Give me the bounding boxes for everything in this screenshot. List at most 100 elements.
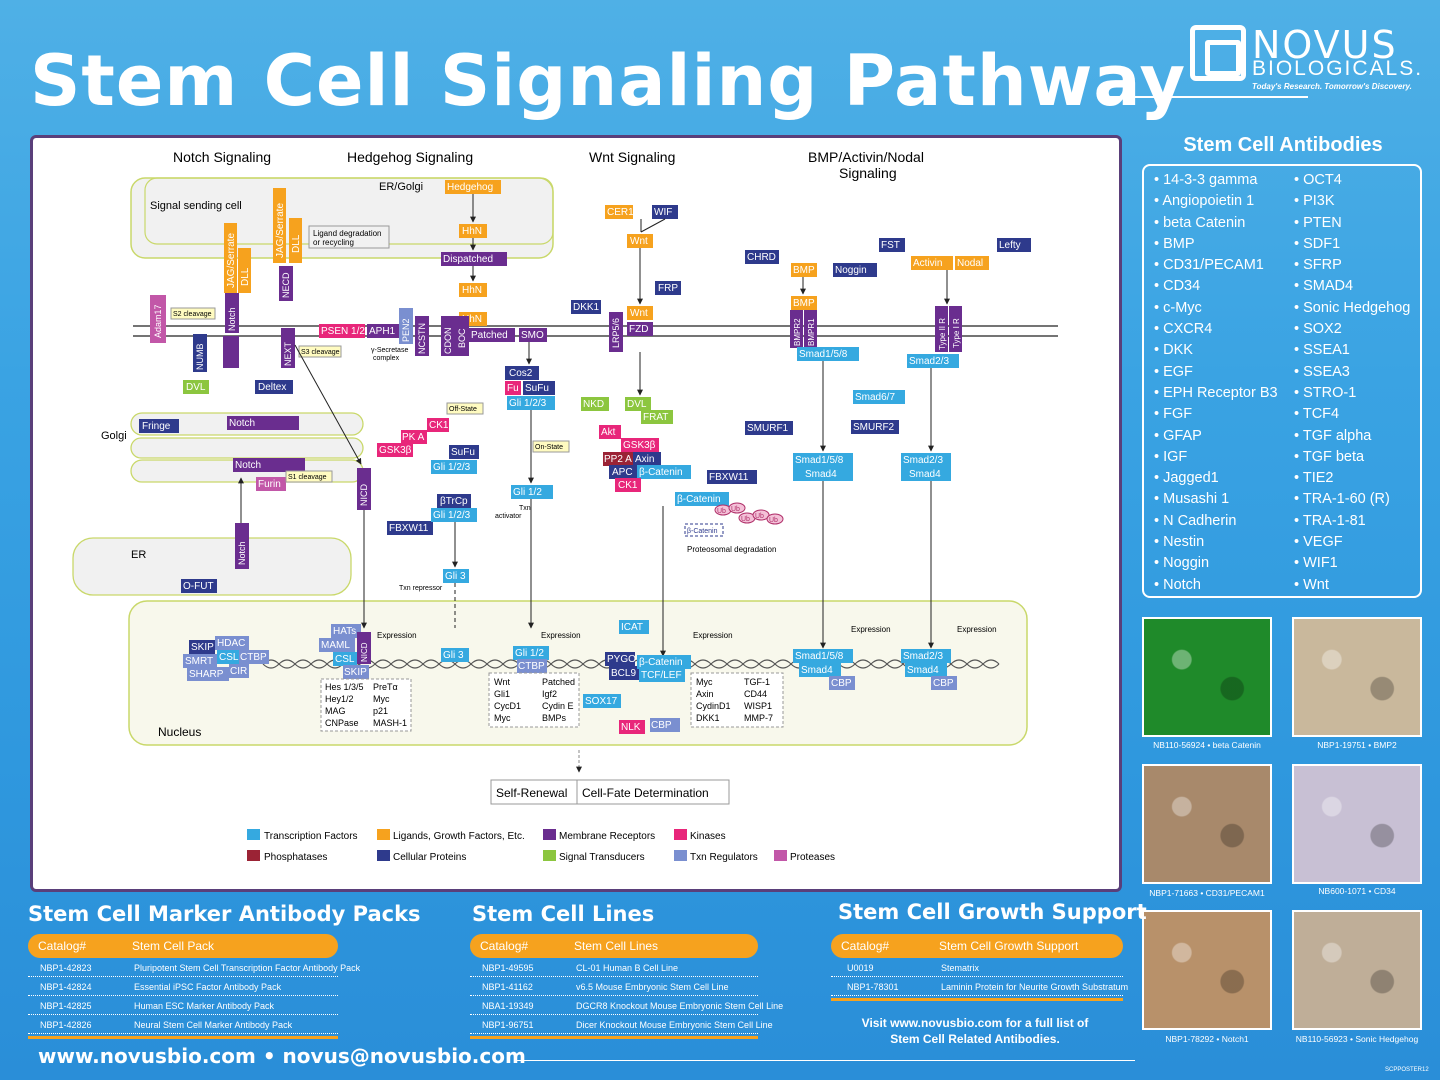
- svg-text:Expression: Expression: [693, 631, 733, 640]
- label-er-golgi: ER/Golgi: [379, 181, 423, 193]
- label-golgi: Golgi: [101, 430, 127, 442]
- catalog-number: NBP1-42823: [40, 963, 92, 973]
- antibody-item[interactable]: TGF alpha: [1294, 428, 1410, 449]
- svg-text:Gli 1/2: Gli 1/2: [513, 487, 542, 498]
- thumb-4: [1142, 910, 1272, 1030]
- target-gene: MASH-1: [373, 718, 407, 728]
- antibody-item[interactable]: OCT4: [1294, 172, 1410, 193]
- antibody-item[interactable]: beta Catenin: [1154, 215, 1278, 236]
- antibody-item[interactable]: EGF: [1154, 364, 1278, 385]
- svg-text:Proteosomal degradation: Proteosomal degradation: [687, 545, 776, 554]
- antibody-item[interactable]: FGF: [1154, 406, 1278, 427]
- antibody-item[interactable]: Musashi 1: [1154, 491, 1278, 512]
- antibody-item[interactable]: Noggin: [1154, 555, 1278, 576]
- table-end-rule: [28, 1036, 338, 1039]
- antibody-item[interactable]: Sonic Hedgehog: [1294, 300, 1410, 321]
- legend: Transcription Factors Ligands, Growth Fa…: [247, 829, 835, 863]
- antibody-item[interactable]: SSEA3: [1294, 364, 1410, 385]
- svg-text:SMURF2: SMURF2: [853, 422, 895, 433]
- svg-text:BMP: BMP: [793, 298, 815, 309]
- label-nucleus: Nucleus: [158, 725, 201, 739]
- thumb-caption-4: NBP1-78292 • Notch1: [1165, 1034, 1249, 1044]
- antibody-item[interactable]: TIE2: [1294, 470, 1410, 491]
- title-rule: [1108, 96, 1308, 98]
- antibody-item[interactable]: PI3K: [1294, 193, 1410, 214]
- antibody-item[interactable]: CD31/PECAM1: [1154, 257, 1278, 278]
- svg-text:CTBP: CTBP: [240, 652, 267, 663]
- antibody-item[interactable]: SSEA1: [1294, 342, 1410, 363]
- target-gene: WISP1: [744, 701, 772, 711]
- footer-contact[interactable]: www.novusbio.com • novus@novusbio.com: [38, 1044, 526, 1068]
- wnt-column: CER1 WIF Wnt FRP DKK1 Wnt LRP5/6 FZD NKD…: [571, 205, 784, 657]
- svg-text:Patched: Patched: [471, 330, 508, 341]
- svg-text:Ligand degradation: Ligand degradation: [313, 229, 382, 238]
- catalog-number: NBP1-42824: [40, 982, 92, 992]
- antibody-item[interactable]: SFRP: [1294, 257, 1410, 278]
- catalog-number: NBP1-78301: [847, 982, 899, 992]
- title-wnt: Wnt Signaling: [589, 149, 675, 165]
- logo-tagline: Today's Research. Tomorrow's Discovery.: [1252, 82, 1412, 91]
- antibody-item[interactable]: EPH Receptor B3: [1154, 385, 1277, 406]
- antibody-item[interactable]: DKK: [1154, 342, 1278, 363]
- svg-text:FRP: FRP: [658, 283, 678, 294]
- antibody-item[interactable]: SOX2: [1294, 321, 1410, 342]
- antibody-item[interactable]: STRO-1: [1294, 385, 1410, 406]
- svg-text:Membrane Receptors: Membrane Receptors: [559, 831, 655, 842]
- antibody-item[interactable]: TCF4: [1294, 406, 1410, 427]
- svg-text:FZD: FZD: [629, 324, 648, 335]
- antibody-item[interactable]: SDF1: [1294, 236, 1410, 257]
- novus-logo: NOVUS BIOLOGICALS. Today's Research. Tom…: [1190, 23, 1421, 95]
- svg-text:PEN2: PEN2: [401, 318, 411, 342]
- svg-text:APH1: APH1: [369, 326, 396, 337]
- antibody-item[interactable]: CD34: [1154, 278, 1278, 299]
- antibody-item[interactable]: Angiopoietin 1: [1154, 193, 1278, 214]
- svg-text:SKIP: SKIP: [191, 642, 214, 653]
- antibody-item[interactable]: N Cadherin: [1154, 513, 1278, 534]
- svg-text:Expression: Expression: [377, 631, 417, 640]
- antibody-list: 14-3-3 gammaAngiopoietin 1beta CateninBM…: [1142, 164, 1422, 598]
- antibody-item[interactable]: CXCR4: [1154, 321, 1278, 342]
- svg-text:NKD: NKD: [583, 399, 604, 410]
- antibody-item[interactable]: BMP: [1154, 236, 1278, 257]
- svg-text:BMPR1: BMPR1: [807, 318, 816, 346]
- svg-text:βTrCp: βTrCp: [440, 496, 468, 507]
- antibody-item[interactable]: Notch: [1154, 577, 1278, 598]
- antibody-item[interactable]: GFAP: [1154, 428, 1278, 449]
- thumb-caption-1: NBP1-19751 • BMP2: [1317, 740, 1397, 750]
- target-gene: MAG: [325, 706, 346, 716]
- antibody-item[interactable]: PTEN: [1294, 215, 1410, 236]
- antibody-item[interactable]: Jagged1: [1154, 470, 1278, 491]
- svg-text:Gli 1/2/3: Gli 1/2/3: [509, 398, 547, 409]
- antibody-item[interactable]: TGF beta: [1294, 449, 1410, 470]
- svg-text:β-Catenin: β-Catenin: [639, 467, 683, 478]
- antibody-item[interactable]: IGF: [1154, 449, 1278, 470]
- antibody-item[interactable]: VEGF: [1294, 534, 1410, 555]
- svg-text:SuFu: SuFu: [525, 383, 549, 394]
- antibody-item[interactable]: TRA-1-81: [1294, 513, 1410, 534]
- antibody-item[interactable]: SMAD4: [1294, 278, 1410, 299]
- thumb-2: [1142, 764, 1272, 884]
- antibody-item[interactable]: Nestin: [1154, 534, 1278, 555]
- antibody-item[interactable]: 14-3-3 gamma: [1154, 172, 1278, 193]
- svg-text:LRP5/6: LRP5/6: [611, 318, 621, 348]
- svg-text:Notch: Notch: [227, 307, 237, 331]
- thumb-caption-3: NB600-1071 • CD34: [1318, 886, 1396, 896]
- antibody-item[interactable]: TRA-1-60 (R): [1294, 491, 1410, 512]
- antibody-item[interactable]: c-Myc: [1154, 300, 1278, 321]
- target-gene: CycD1: [494, 701, 521, 711]
- svg-text:SMO: SMO: [521, 330, 544, 341]
- antibody-item[interactable]: Wnt: [1294, 577, 1410, 598]
- svg-text:NCSTN: NCSTN: [417, 323, 427, 354]
- antibody-item[interactable]: WIF1: [1294, 555, 1410, 576]
